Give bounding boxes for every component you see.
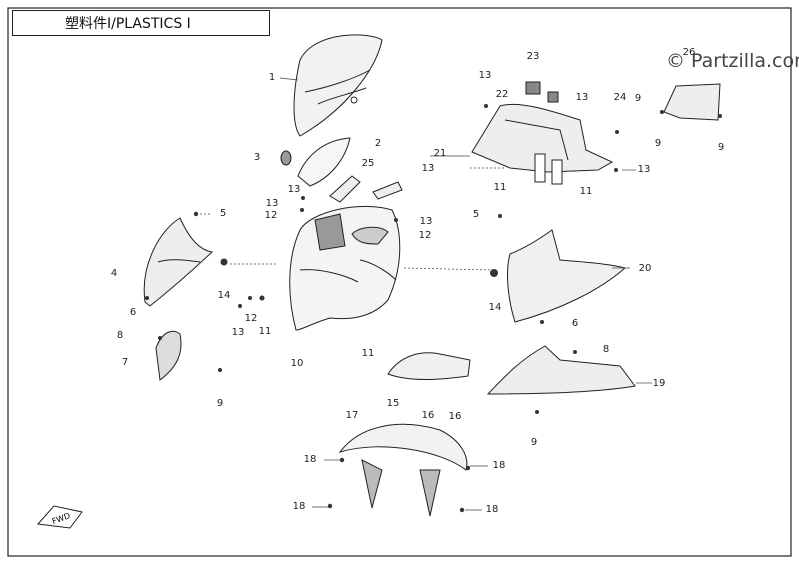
callout-21: 21 xyxy=(433,148,447,159)
callout-13c: 13 xyxy=(419,216,433,227)
callout-9b: 9 xyxy=(530,437,538,448)
callout-24: 24 xyxy=(613,92,627,103)
callout-18b: 18 xyxy=(492,460,506,471)
callout-6: 6 xyxy=(129,307,137,318)
callout-11b: 11 xyxy=(361,348,375,359)
callout-9c: 9 xyxy=(654,138,662,149)
callout-18d: 18 xyxy=(485,504,499,515)
callout-11c: 11 xyxy=(493,182,507,193)
callout-12c: 12 xyxy=(244,313,258,324)
callout-25: 25 xyxy=(361,158,375,169)
leader-lines-solid xyxy=(279,77,652,511)
callout-17: 17 xyxy=(345,410,359,421)
callout-16: 16 xyxy=(421,410,435,421)
callout-1: 1 xyxy=(268,72,276,83)
callout-15: 15 xyxy=(386,398,400,409)
right-side-panel-part xyxy=(507,229,627,323)
front-fender-part xyxy=(338,423,468,517)
fwd-arrow-icon xyxy=(36,505,83,529)
page-border xyxy=(7,7,792,557)
windscreen-part xyxy=(293,34,383,137)
left-side-panel-part xyxy=(143,217,214,307)
callout-9d: 9 xyxy=(717,142,725,153)
callout-5: 5 xyxy=(219,208,227,219)
callout-8: 8 xyxy=(116,330,124,341)
top-right-bracket-part xyxy=(663,83,721,121)
fasteners xyxy=(145,104,722,513)
callout-14: 14 xyxy=(217,290,231,301)
callout-4: 4 xyxy=(110,268,118,279)
callout-12: 12 xyxy=(264,210,278,221)
callout-3: 3 xyxy=(253,152,261,163)
partzilla-watermark: © Partzilla.com xyxy=(666,50,799,72)
callout-13e: 13 xyxy=(478,70,492,81)
callout-13g: 13 xyxy=(421,163,435,174)
callout-5b: 5 xyxy=(472,209,480,220)
callout-11d: 11 xyxy=(579,186,593,197)
grommet-part xyxy=(280,150,292,166)
callout-18c: 18 xyxy=(292,501,306,512)
callout-2: 2 xyxy=(374,138,382,149)
callout-9e: 9 xyxy=(634,93,642,104)
callout-13b: 13 xyxy=(265,198,279,209)
callout-8b: 8 xyxy=(602,344,610,355)
belly-panel-part xyxy=(486,345,636,395)
bracket-part xyxy=(329,175,403,203)
callout-13f: 13 xyxy=(575,92,589,103)
callout-13d: 13 xyxy=(231,327,245,338)
callout-6b: 6 xyxy=(571,318,579,329)
callout-19: 19 xyxy=(652,378,666,389)
callout-23: 23 xyxy=(526,51,540,62)
inner-panel-part xyxy=(387,352,471,380)
callout-20: 20 xyxy=(638,263,652,274)
callout-13h: 13 xyxy=(637,164,651,175)
callout-11: 11 xyxy=(258,326,272,337)
callout-9: 9 xyxy=(216,398,224,409)
front-fairing-part xyxy=(289,205,401,331)
lower-left-bracket-part xyxy=(155,330,182,381)
callout-7: 7 xyxy=(121,357,129,368)
callout-18: 18 xyxy=(303,454,317,465)
callout-22: 22 xyxy=(495,89,509,100)
small-panel-part xyxy=(297,137,351,187)
callout-16b: 16 xyxy=(448,411,462,422)
callout-10: 10 xyxy=(290,358,304,369)
upper-cowl-part xyxy=(471,81,614,185)
callout-13: 13 xyxy=(287,184,301,195)
leader-lines xyxy=(196,167,505,271)
page-title: 塑料件Ⅰ/PLASTICS Ⅰ xyxy=(12,10,270,36)
callout-26: 26 xyxy=(682,47,696,58)
callout-14b: 14 xyxy=(488,302,502,313)
callout-12b: 12 xyxy=(418,230,432,241)
